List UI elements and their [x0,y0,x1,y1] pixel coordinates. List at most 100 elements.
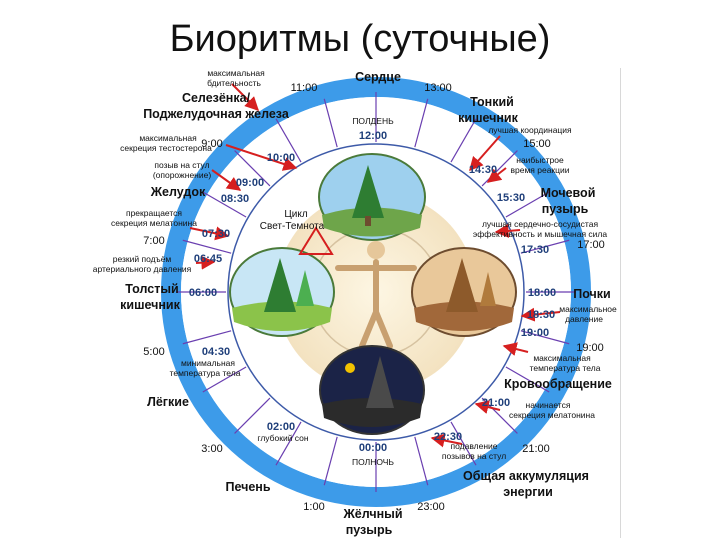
event-time-1800: 18:00 [528,287,556,299]
organ-stomach: Желудок [150,185,206,199]
scene-day [318,153,426,241]
cycle-triangle-icon [298,226,334,255]
organ-gallbladder-line1: Жёлчный [342,507,402,521]
hour-spoke [182,239,232,254]
outer-ring [161,77,591,507]
event-time-1730: 17:30 [521,244,549,256]
note-best-cardio-2: эффективность и мышечная сила [473,229,607,239]
organ-large-intestine-line2: кишечник [120,298,180,312]
hour-spoke [323,436,338,486]
note-max-temp-2: температура тела [530,363,601,373]
hour-spoke [323,98,338,148]
hour-spoke [234,150,271,187]
note-melatonin-stop-1: прекращается [126,208,182,218]
event-time-0830: 08:30 [221,193,249,205]
event-time-1430: 14:30 [469,164,497,176]
organ-bladder-line2: пузырь [542,202,589,216]
noon-label: ПОЛДЕНЬ [352,116,394,126]
organ-energy-line1: Общая аккумуляция [463,469,589,483]
organ-spleen-line1: Селезёнка/ [182,91,251,105]
hour-spoke [414,98,429,148]
midnight-label: ПОЛНОЧЬ [352,457,394,467]
note-fast-reaction-2: время реакции [510,165,569,175]
outer-time-13: 13:00 [424,82,452,94]
slide-divider-line [620,68,621,538]
event-time-0645: 06:45 [194,253,222,265]
hour-spokes [176,92,576,492]
outer-time-7: 7:00 [143,235,164,247]
organ-energy-line2: энергии [503,485,553,499]
hour-spoke [202,191,247,218]
event-time-1200: 12:00 [359,130,387,142]
note-bowel-urge-2: (опорожнение) [153,170,212,180]
note-bowel-urge-1: позыв на стул [154,160,209,170]
organ-liver: Печень [225,480,270,494]
event-time-0430: 04:30 [202,346,230,358]
outer-time-11: 11:00 [291,82,318,94]
note-melatonin-start-2: секреция мелатонина [509,410,595,420]
event-time-0600: 06:00 [189,287,217,299]
hour-spoke [182,330,232,345]
note-melatonin-start-1: начинается [526,400,571,410]
hour-spoke [450,118,477,163]
note-bowel-suppress-1: подавление [450,441,497,451]
hour-spoke [450,421,477,466]
organ-lungs: Лёгкие [147,395,189,409]
hour-spoke [414,436,429,486]
hour-spoke [505,191,550,218]
outer-time-23: 23:00 [417,501,445,513]
hour-spoke [202,366,247,393]
event-time-0000: 00:00 [359,442,387,454]
outer-time-19: 19:00 [576,342,604,354]
note-max-bp-1: максимальное [559,304,617,314]
outer-time-9: 9:00 [201,138,222,150]
hour-spoke [520,239,570,254]
outer-time-17: 17:00 [577,239,605,251]
organ-bladder-line1: Мочевой [541,186,596,200]
note-max-temp-1: максимальная [533,353,591,363]
page-title: Биоритмы (суточные) [169,18,551,60]
outer-time-5: 5:00 [143,346,164,358]
organ-heart: Сердце [355,70,401,84]
center-label-line2: Свет-Темнота [260,221,325,232]
organ-large-intestine-line1: Толстый [125,282,178,296]
hour-spoke [520,330,570,345]
outer-time-15: 15:00 [523,138,551,150]
note-max-alertness-1: максимальная [207,68,265,78]
hour-spoke [275,118,302,163]
organ-circulation: Кровообращение [504,377,612,391]
hour-spoke [234,397,271,434]
note-bp-rise-1: резкий подъём [113,254,172,264]
note-max-testosterone-2: секреция тестостерона [120,143,212,153]
note-bowel-suppress-2: позывов на стул [442,451,506,461]
outer-time-21: 21:00 [522,443,550,455]
event-time-2230: 22:30 [434,431,462,443]
organ-small-intestine-line2: кишечник [458,111,518,125]
outer-time-1: 1:00 [303,501,324,513]
event-time-1830: 18:30 [527,309,555,321]
outer-time-3: 3:00 [201,443,222,455]
note-max-testosterone-1: максимальная [139,133,197,143]
center-label-line1: Цикл [284,209,307,220]
inner-ring [227,143,525,441]
note-max-bp-2: давление [565,314,603,324]
hour-spoke [275,421,302,466]
event-time-0730: 07:30 [202,228,230,240]
note-min-temp-1: минимальная [181,358,235,368]
organ-spleen-line2: Поджелудочная железа [143,107,290,121]
note-fast-reaction-1: наибыстрое [516,155,564,165]
note-max-alertness-2: бдительность [207,78,261,88]
note-min-temp-2: температура тела [170,368,241,378]
note-melatonin-stop-2: секреция мелатонина [111,218,197,228]
scene-morning [229,247,335,337]
event-time-0200: 02:00 [267,421,295,433]
hour-spoke [505,366,550,393]
scene-night [319,345,425,435]
note-deep-sleep: глубокий сон [257,433,308,443]
event-time-0900: 09:00 [236,177,264,189]
note-best-cardio-1: лучшая сердечно-сосудистая [482,219,599,229]
scene-evening [411,247,517,337]
organ-small-intestine-line1: Тонкий [470,95,514,109]
event-time-1900: 19:00 [521,327,549,339]
